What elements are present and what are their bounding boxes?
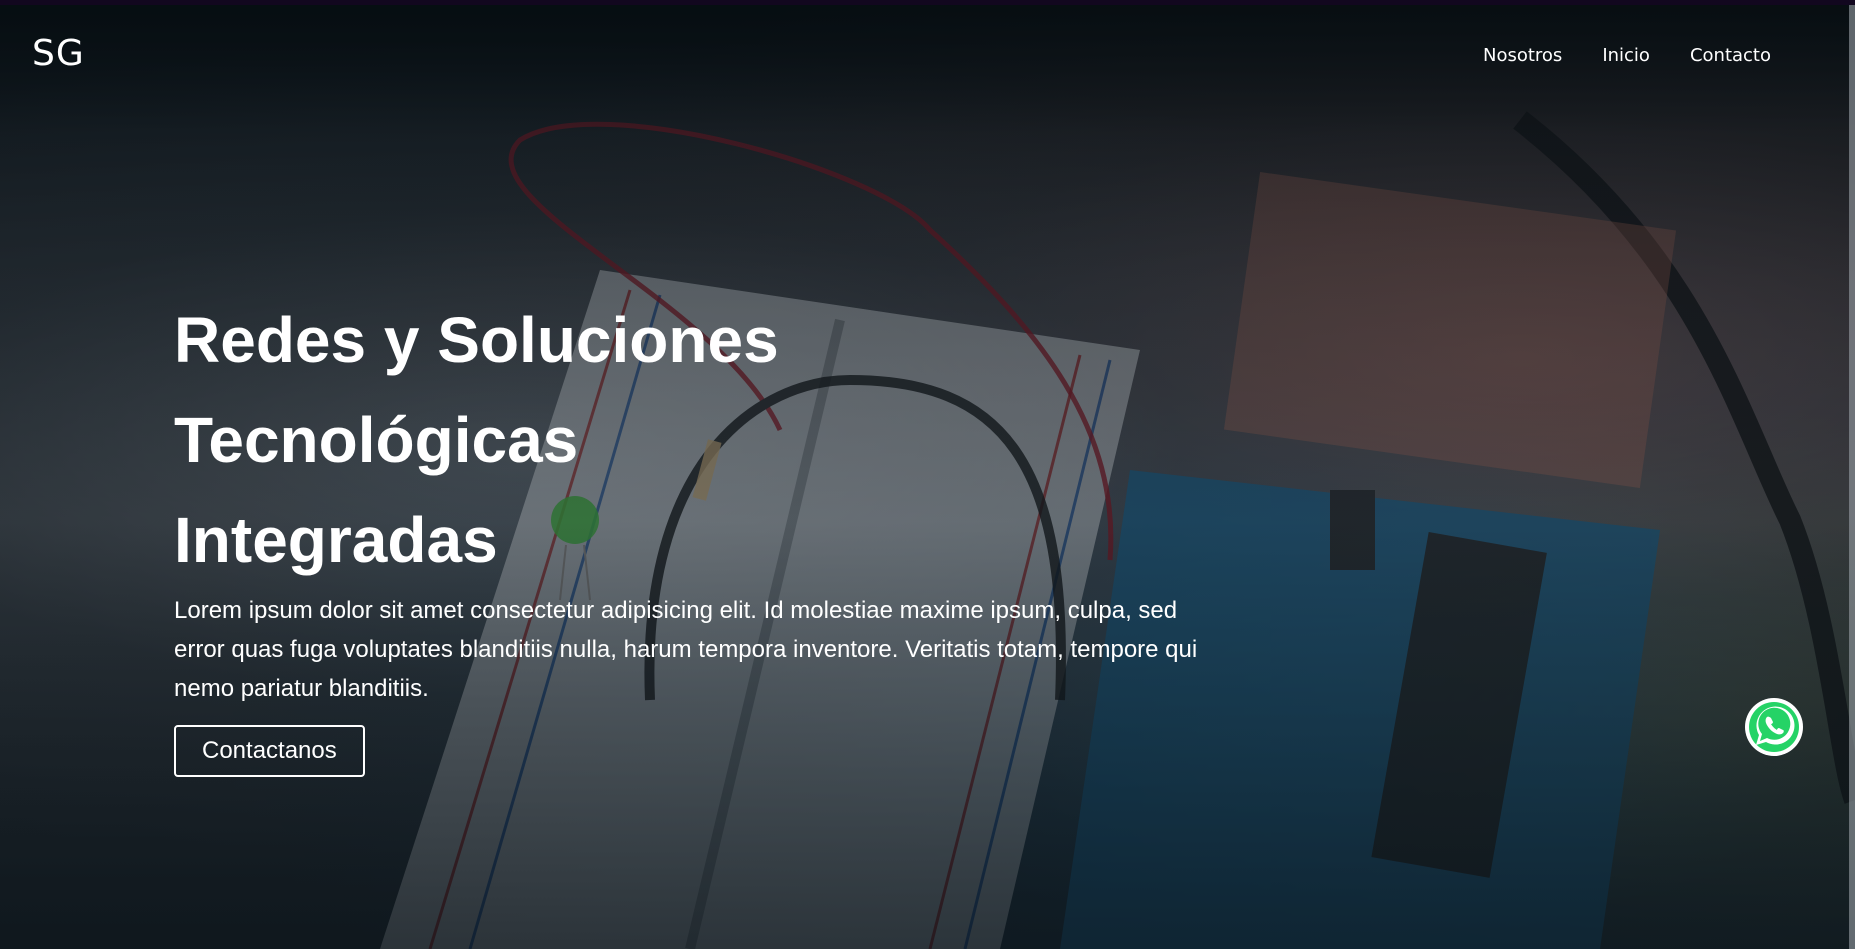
nav-item-nosotros[interactable]: Nosotros xyxy=(1482,45,1563,66)
scrollbar-edge xyxy=(1849,0,1855,949)
hero-content: Redes y Soluciones Tecnológicas Integrad… xyxy=(174,290,1234,777)
whatsapp-icon xyxy=(1745,698,1803,756)
nav-item-contacto[interactable]: Contacto xyxy=(1689,45,1771,66)
top-border xyxy=(0,0,1855,5)
hero-title-line: Tecnológicas xyxy=(174,404,579,476)
whatsapp-button[interactable] xyxy=(1744,697,1804,757)
hero-description: Lorem ipsum dolor sit amet consectetur a… xyxy=(174,597,1198,702)
brand-logo[interactable]: SG xyxy=(32,33,85,74)
contact-button[interactable]: Contactanos xyxy=(174,725,365,777)
navbar: SG Nosotros Inicio Contacto xyxy=(0,5,1855,105)
hero-title-line: Integradas xyxy=(174,504,498,576)
nav-item-inicio[interactable]: Inicio xyxy=(1602,45,1650,66)
hero-title-line: Redes y Soluciones xyxy=(174,304,779,376)
hero-title: Redes y Soluciones Tecnológicas Integrad… xyxy=(174,290,1234,590)
nav-links: Nosotros Inicio Contacto xyxy=(1483,45,1771,66)
